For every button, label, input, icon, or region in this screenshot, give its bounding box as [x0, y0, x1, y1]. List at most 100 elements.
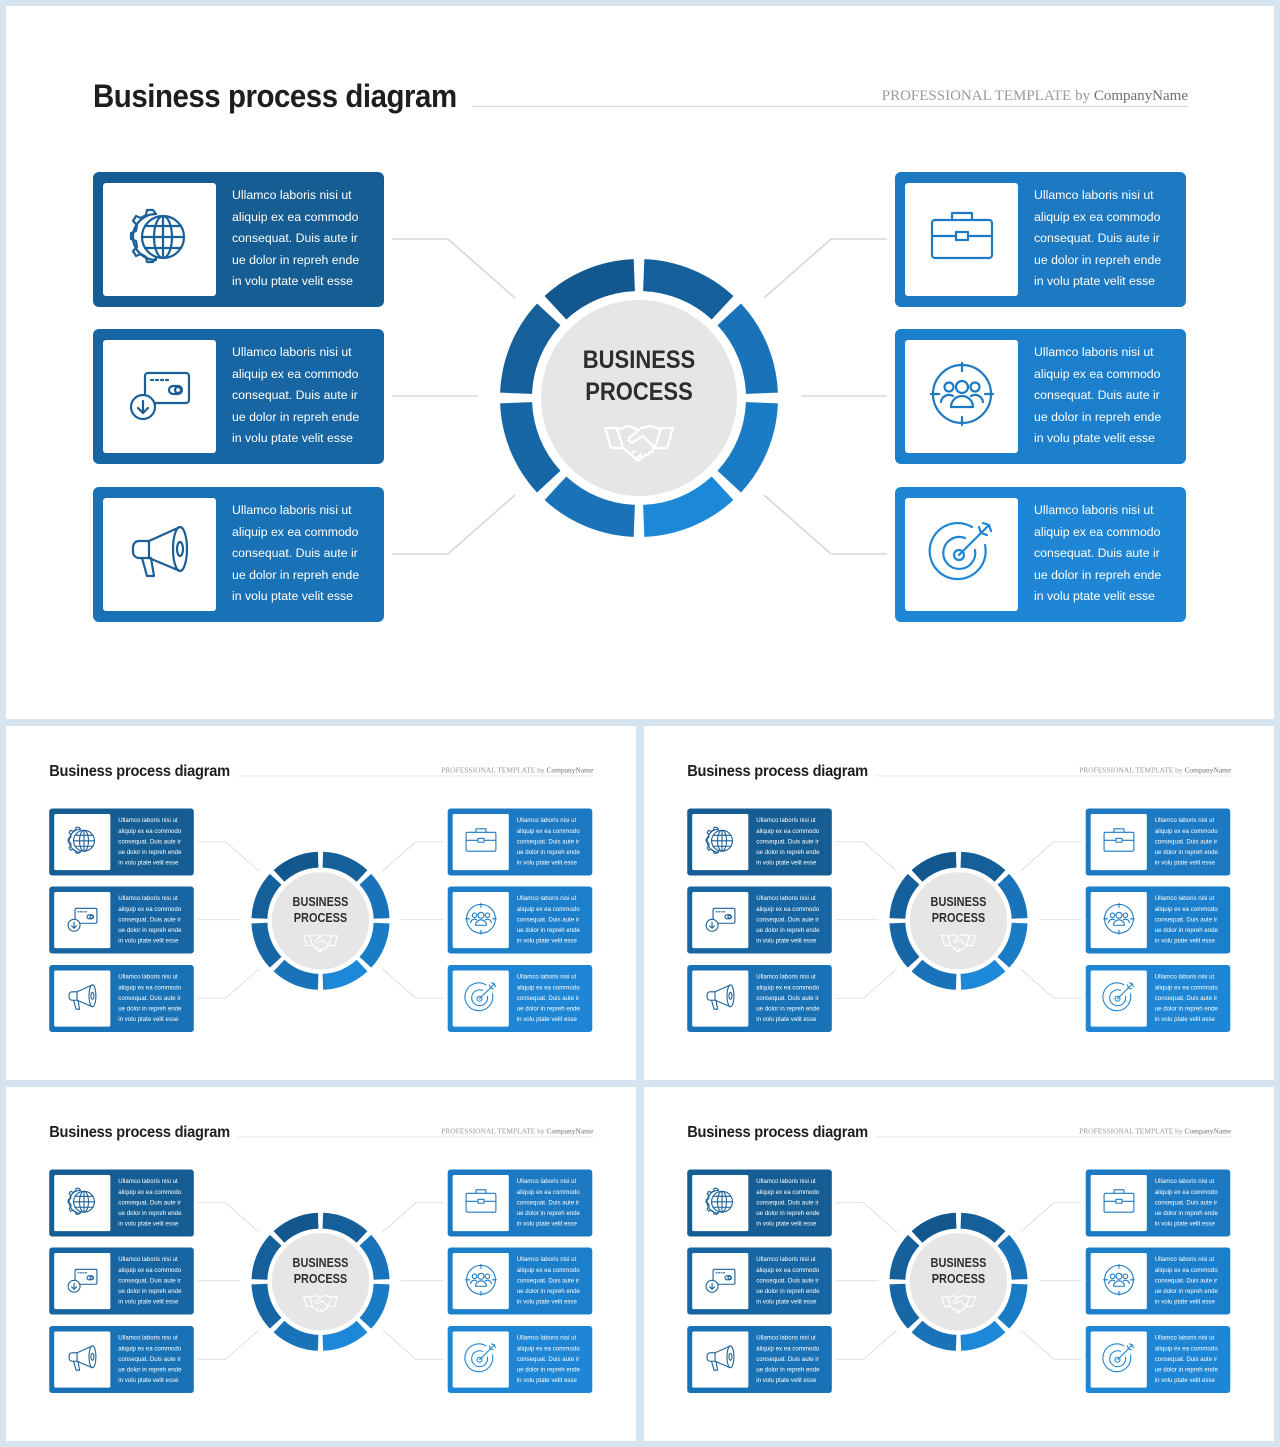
process-card: Ullamco laboris nisi ut aliquip ex ea co… [687, 1169, 832, 1237]
card-text: Ullamco laboris nisi ut aliquip ex ea co… [118, 816, 182, 867]
card-text: Ullamco laboris nisi ut aliquip ex ea co… [516, 1333, 580, 1384]
card-icon-box [452, 1252, 509, 1310]
handshake-icon [941, 1293, 977, 1317]
center-label-line2: PROCESS [293, 1271, 348, 1286]
card-icon-box [692, 970, 749, 1027]
process-card: Ullamco laboris nisi ut aliquip ex ea co… [687, 1247, 832, 1315]
ring-segment [960, 1212, 1006, 1243]
card-icon-box [1090, 1174, 1147, 1232]
handshake-icon [603, 420, 675, 469]
card-icon-box [692, 891, 749, 949]
briefcase-icon [463, 1184, 498, 1221]
card-icon-box [54, 891, 111, 949]
slide-title: Business process diagram [687, 1122, 868, 1141]
process-card: Ullamco laboris nisi ut aliquip ex ea co… [49, 1169, 194, 1237]
center-label-line2: PROCESS [293, 910, 348, 925]
ring-segment [359, 1234, 390, 1280]
process-card: Ullamco laboris nisi ut aliquip ex ea co… [895, 172, 1186, 307]
card-text: Ullamco laboris nisi ut aliquip ex ea co… [118, 972, 182, 1023]
megaphone-icon [703, 1341, 738, 1378]
connector-line [1020, 841, 1082, 872]
connector-line [835, 841, 898, 872]
card-icon-box [905, 183, 1018, 296]
card-icon-box [1090, 1331, 1147, 1388]
center-label-line2: PROCESS [931, 1271, 986, 1286]
process-card: Ullamco laboris nisi ut aliquip ex ea co… [447, 964, 593, 1033]
card-icon-box [54, 1252, 111, 1310]
megaphone-icon [65, 980, 100, 1017]
briefcase-icon [1101, 1184, 1136, 1221]
card-text: Ullamco laboris nisi ut aliquip ex ea co… [516, 894, 580, 945]
connector-line [763, 238, 887, 299]
target-arrow-icon [927, 517, 997, 592]
ring-segment [359, 873, 390, 919]
card-text: Ullamco laboris nisi ut aliquip ex ea co… [516, 816, 580, 867]
center-label-line1: BUSINESS [930, 894, 987, 909]
card-text: Ullamco laboris nisi ut aliquip ex ea co… [118, 894, 182, 945]
ring-segment [911, 959, 957, 990]
payment-card-icon [125, 359, 195, 434]
tagline-company: CompanyName [1184, 766, 1232, 775]
card-icon-box [54, 813, 111, 871]
ring-segment [997, 873, 1028, 919]
connector-line [1020, 1329, 1082, 1360]
center-circle [909, 872, 1008, 970]
process-card: Ullamco laboris nisi ut aliquip ex ea co… [93, 172, 384, 307]
connector-line [835, 968, 898, 999]
center-label-line1: BUSINESS [292, 894, 349, 909]
process-ring [835, 841, 1082, 999]
card-text: Ullamco laboris nisi ut aliquip ex ea co… [756, 1333, 820, 1384]
process-card: Ullamco laboris nisi ut aliquip ex ea co… [49, 886, 194, 954]
center-label-line1: BUSINESS [292, 1255, 349, 1270]
card-text: Ullamco laboris nisi ut aliquip ex ea co… [1154, 972, 1218, 1023]
card-text: Ullamco laboris nisi ut aliquip ex ea co… [1154, 1333, 1218, 1384]
slide-thumb-4[interactable]: Business process diagram PROFESSIONAL TEM… [644, 1087, 1274, 1441]
handshake-icon [941, 932, 977, 956]
card-text: Ullamco laboris nisi ut aliquip ex ea co… [756, 816, 820, 867]
connector-line [382, 841, 444, 872]
connector-line [382, 1329, 444, 1360]
ring-segment [251, 922, 282, 968]
center-circle [271, 1233, 370, 1331]
connector-line [197, 1202, 260, 1233]
center-circle [541, 300, 737, 496]
target-arrow-icon [463, 1341, 498, 1378]
tagline: PROFESSIONAL TEMPLATE by CompanyName [1079, 1128, 1231, 1136]
process-card: Ullamco laboris nisi ut aliquip ex ea co… [49, 1247, 194, 1315]
tagline-company: CompanyName [546, 766, 594, 775]
tagline-company: CompanyName [1093, 88, 1188, 104]
connector-line [763, 494, 887, 555]
tagline: PROFESSIONAL TEMPLATE by CompanyName [882, 88, 1188, 105]
card-text: Ullamco laboris nisi ut aliquip ex ea co… [118, 1177, 182, 1228]
ring-segment [889, 873, 920, 919]
globe-gear-icon [703, 823, 738, 860]
connector-line [835, 1329, 898, 1360]
card-text: Ullamco laboris nisi ut aliquip ex ea co… [118, 1255, 182, 1306]
center-label-line2: PROCESS [931, 910, 986, 925]
center-circle [909, 1233, 1008, 1331]
briefcase-icon [1101, 823, 1136, 860]
handshake-icon [303, 1293, 339, 1317]
process-card: Ullamco laboris nisi ut aliquip ex ea co… [447, 886, 593, 954]
card-icon-box [103, 340, 216, 453]
connector-line [1020, 1202, 1082, 1233]
card-icon-box [905, 340, 1018, 453]
ring-segment [251, 873, 282, 919]
ring-segment [273, 959, 319, 990]
team-target-icon [1101, 1262, 1136, 1299]
connector-line [835, 1202, 898, 1233]
ring-segment [889, 1234, 920, 1280]
process-ring [392, 238, 887, 555]
card-icon-box [452, 1331, 509, 1388]
process-ring [835, 1202, 1082, 1360]
process-card: Ullamco laboris nisi ut aliquip ex ea co… [447, 808, 593, 876]
card-icon-box [452, 970, 509, 1027]
ring-segment [717, 402, 778, 493]
card-text: Ullamco laboris nisi ut aliquip ex ea co… [1154, 816, 1218, 867]
